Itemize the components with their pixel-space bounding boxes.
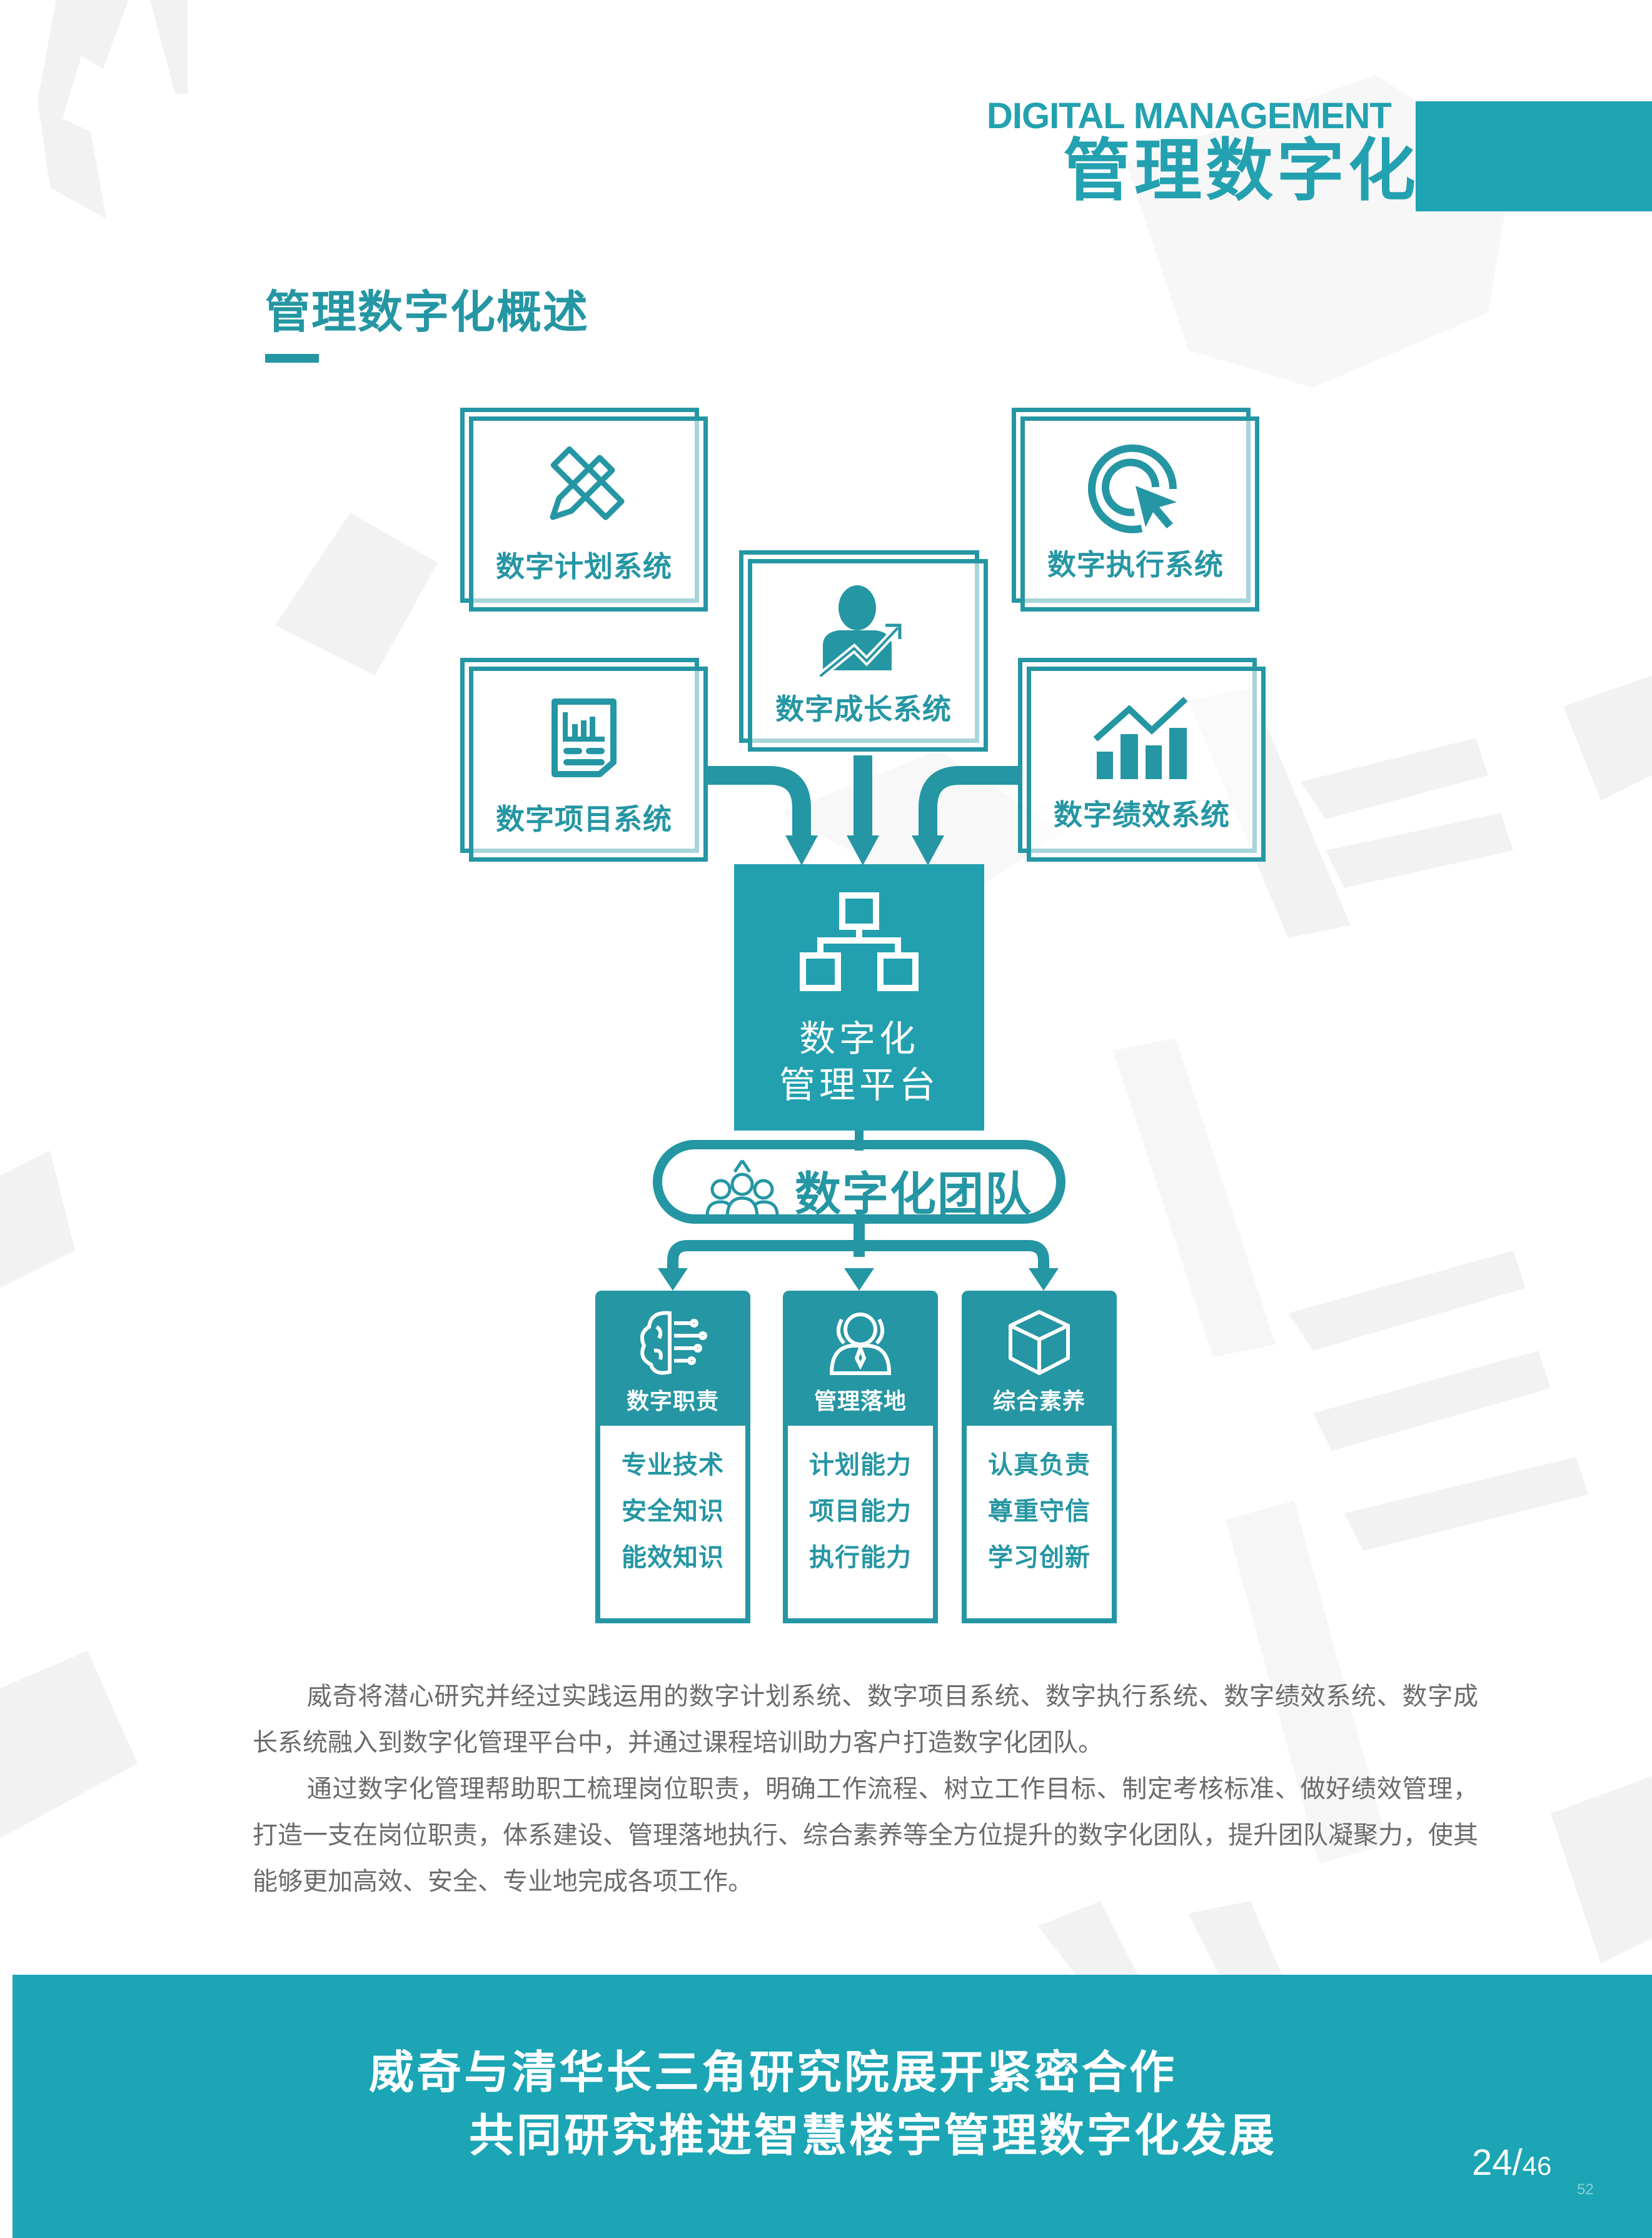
column-item: 执行能力 — [809, 1543, 912, 1572]
column-item: 专业技术 — [622, 1451, 724, 1479]
column-item: 尊重守信 — [988, 1497, 1090, 1526]
platform-label-line1: 数字化 — [798, 1017, 919, 1060]
paragraph-text: 威奇将潜心研究并经过实践运用的数字计划系统、数字项目系统、数字执行系统、数字绩效… — [253, 1682, 1478, 1757]
column-title: 数字职责 — [626, 1389, 719, 1414]
column-item: 学习创新 — [988, 1543, 1090, 1572]
page-number: 24/46 — [1472, 2142, 1551, 2184]
section-title-underline — [265, 354, 319, 363]
system-label: 数字项目系统 — [496, 802, 672, 836]
platform-label-line2: 管理平台 — [778, 1064, 939, 1106]
section-title: 管理数字化概述 — [265, 286, 590, 338]
system-box-plan: 数字计划系统 — [460, 408, 708, 612]
system-label: 数字成长系统 — [775, 692, 952, 726]
system-label: 数字计划系统 — [496, 550, 672, 583]
system-box-project: 数字项目系统 — [460, 658, 708, 862]
column-title: 综合素养 — [992, 1389, 1085, 1414]
column-item: 计划能力 — [809, 1451, 912, 1479]
column-item: 认真负责 — [988, 1451, 1090, 1479]
org-hierarchy-icon — [800, 892, 919, 991]
frame-inner — [469, 416, 708, 612]
page-total: 46 — [1522, 2151, 1552, 2180]
column-body: 认真负责 尊重守信 学习创新 — [967, 1426, 1112, 1618]
page-current: 24 — [1472, 2142, 1513, 2183]
system-box-performance: 数字绩效系统 — [1018, 658, 1266, 862]
column-comprehensive-quality: 综合素养 认真负责 尊重守信 学习创新 — [962, 1291, 1117, 1623]
cube-icon — [1009, 1310, 1070, 1375]
column-item: 能效知识 — [622, 1543, 724, 1572]
person-growth-icon — [820, 585, 902, 677]
bar-chart-trend-icon — [1093, 697, 1188, 779]
digital-team-pill: 数字化团队 — [653, 1140, 1065, 1224]
manager-person-icon — [829, 1313, 892, 1375]
column-body: 专业技术 安全知识 能效知识 — [600, 1426, 745, 1618]
page-separator: / — [1512, 2142, 1523, 2183]
brain-circuit-icon — [640, 1311, 707, 1375]
team-group-icon — [705, 1159, 779, 1219]
system-label: 数字执行系统 — [1047, 548, 1224, 582]
page-sub-number: 52 — [1577, 2181, 1594, 2198]
system-box-execution: 数字执行系统 — [1012, 408, 1259, 612]
column-item: 安全知识 — [622, 1497, 724, 1526]
report-document-icon — [552, 698, 617, 777]
column-digital-duties: 数字职责 专业技术 安全知识 能效知识 — [595, 1291, 750, 1623]
team-label: 数字化团队 — [795, 1167, 1032, 1221]
cursor-click-icon — [1088, 444, 1177, 533]
column-title: 管理落地 — [813, 1389, 907, 1414]
footer-headline-1: 威奇与清华长三角研究院展开紧密合作 — [369, 2046, 1177, 2099]
footer-banner: 威奇与清华长三角研究院展开紧密合作 共同研究推进智慧楼宇管理数字化发展 — [13, 1975, 1652, 2238]
footer-headline-2: 共同研究推进智慧楼宇管理数字化发展 — [469, 2109, 1277, 2162]
column-item: 项目能力 — [809, 1497, 912, 1526]
management-platform-box: 数字化 管理平台 — [734, 864, 984, 1131]
body-paragraph-2: 通过数字化管理帮助职工梳理岗位职责，明确工作流程、树立工作目标、制定考核标准、做… — [253, 1766, 1478, 1905]
system-box-growth: 数字成长系统 — [739, 550, 988, 752]
column-body: 计划能力 项目能力 执行能力 — [788, 1426, 933, 1618]
column-management-landing: 管理落地 计划能力 项目能力 执行能力 — [783, 1291, 938, 1623]
paragraph-text: 通过数字化管理帮助职工梳理岗位职责，明确工作流程、树立工作目标、制定考核标准、做… — [253, 1775, 1478, 1896]
body-paragraph-1: 威奇将潜心研究并经过实践运用的数字计划系统、数字项目系统、数字执行系统、数字绩效… — [253, 1673, 1478, 1766]
system-label: 数字绩效系统 — [1054, 798, 1230, 832]
pencil-ruler-icon — [550, 446, 625, 520]
